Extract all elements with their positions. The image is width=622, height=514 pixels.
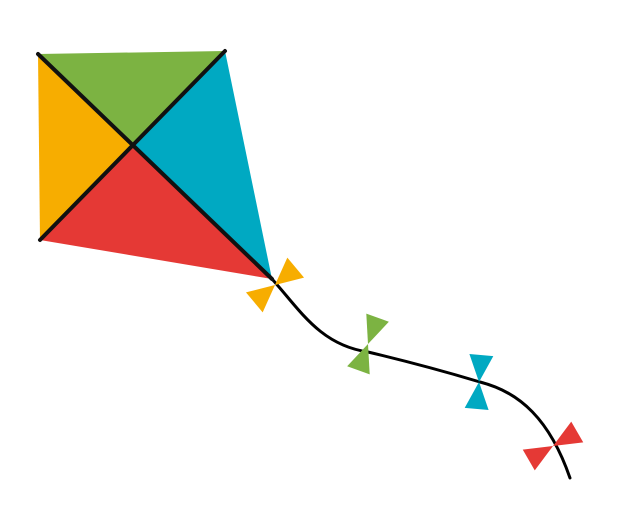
- kite-panel-green: [38, 51, 225, 146]
- kite-panel-orange: [38, 54, 132, 240]
- kite-tail-string: [270, 277, 572, 480]
- kite-panel-teal: [132, 51, 272, 279]
- kite-panel-red: [40, 146, 272, 279]
- kite-tail-bow-1: [245, 257, 305, 313]
- kite-tail-bow-4: [522, 421, 584, 471]
- kite-tail-bow-3: [464, 354, 494, 410]
- kite-spar-diagonal-2: [38, 49, 227, 242]
- kite-tail-bow-2: [347, 313, 389, 375]
- kite-body: [36, 49, 274, 281]
- kite-spar-diagonal-1: [36, 52, 274, 281]
